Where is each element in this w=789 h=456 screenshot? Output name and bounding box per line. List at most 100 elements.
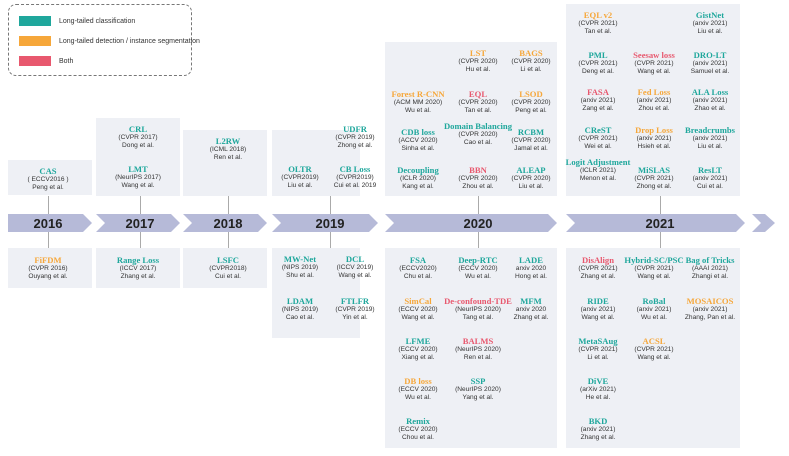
timeline-segment [183, 214, 267, 232]
method-name: CDB loss [401, 127, 435, 137]
method-entry: MetaSAug(CVPR 2021)Li et al. [561, 337, 635, 362]
method-name: MOSAICOS [686, 296, 734, 306]
method-authors: Yang et al. [462, 394, 494, 401]
year-panel [566, 248, 740, 448]
method-entry: FTLFR(CVPR 2019)Yin et al. [318, 297, 392, 322]
method-authors: Sinha et al. [401, 145, 435, 152]
method-entry: Range Loss(ICCV 2017)Zhang et al. [101, 256, 175, 281]
method-authors: Wu et al. [465, 273, 491, 280]
timeline-segment [96, 214, 180, 232]
method-entry: PML(CVPR 2021)Deng et al. [561, 51, 635, 76]
method-venue: (ACM MM 2020) [393, 99, 443, 106]
method-entry: UDFR(CVPR 2019)Zhong et al. [318, 125, 392, 150]
method-entry: Logit Adjustment(ICLR 2021)Menon et al. [561, 158, 635, 183]
method-venue: (NIPS 2019) [281, 306, 319, 313]
year-panel [272, 130, 360, 196]
method-name: Decoupling [397, 165, 439, 175]
method-venue: (CVPR 2021) [634, 346, 674, 353]
method-name: MetaSAug [578, 336, 618, 346]
method-entry: ResLT(arxiv 2021)Cui et al. [673, 166, 747, 191]
year-label: 2020 [463, 216, 493, 231]
method-entry: RCBM(CVPR 2020)Jamal et al. [494, 128, 568, 153]
method-name: MFM [520, 296, 542, 306]
method-authors: Zhangi et al. [691, 273, 729, 280]
method-entry: LSFC(CVPR2018)Cui et al. [191, 256, 265, 281]
method-entry: Fed Loss(arxiv 2021)Zhou et al. [617, 88, 691, 113]
connector-line [478, 232, 479, 248]
timeline-segment [272, 214, 378, 232]
connector-line [478, 196, 479, 214]
method-authors: Menon et al. [579, 175, 617, 182]
method-venue: (NeurIPS 2020) [455, 306, 501, 313]
year-panel [96, 118, 180, 196]
method-entry: SSP(NeurIPS 2020)Yang et al. [441, 377, 515, 402]
method-authors: Ren et al. [213, 154, 243, 161]
method-entry: DisAlign(CVPR 2021)Zhang et al. [561, 256, 635, 281]
method-entry: GistNet(arxiv 2021)Liu et al. [673, 11, 747, 36]
method-venue: (ECCV 2020) [458, 265, 498, 272]
method-name: GistNet [695, 10, 725, 20]
method-venue: (CVPR 2021) [578, 60, 618, 67]
method-authors: Ouyang et al. [28, 273, 68, 280]
method-entry: RIDE(arxiv 2021)Wang et al. [561, 297, 635, 322]
method-name: LST [469, 48, 487, 58]
method-authors: Zhang et al. [120, 273, 156, 280]
method-name: UDFR [343, 124, 367, 134]
year-panel [8, 160, 92, 195]
year-panel [385, 248, 557, 448]
method-entry: BKD(arxiv 2021)Zhang et al. [561, 417, 635, 442]
method-entry: Breadcrumbs(arxiv 2021)Liu et al. [673, 126, 747, 151]
year-panel [385, 42, 557, 196]
method-entry: LDAM(NIPS 2019)Cao et al. [263, 297, 337, 322]
method-entry: Seesaw loss(CVPR 2021)Wang et al. [617, 51, 691, 76]
method-name: ACSL [642, 336, 666, 346]
method-venue: (NeurIPS 2020) [455, 346, 501, 353]
method-name: SSP [470, 376, 486, 386]
method-authors: Cui et al. 2019 [333, 182, 377, 189]
method-name: CReST [584, 125, 612, 135]
method-venue: (CVPR 2020) [511, 175, 551, 182]
connector-line [48, 196, 49, 214]
method-authors: Zhao et al. [694, 105, 726, 112]
method-venue: (arxiv 2021) [692, 175, 728, 182]
method-venue: (CVPR2019) [336, 174, 374, 181]
method-name: Deep-RTC [458, 255, 498, 265]
year-label: 2019 [315, 216, 345, 231]
method-venue: (ICLR 2021) [580, 167, 616, 174]
method-name: Breadcrumbs [685, 125, 735, 135]
method-entry: FASA(arxiv 2021)Zang et al. [561, 88, 635, 113]
method-authors: Yin et al. [342, 314, 368, 321]
method-entry: Domain Balancing(CVPR 2020)Cao et al. [441, 122, 515, 147]
timeline-segment [385, 214, 557, 232]
method-name: LSFC [217, 255, 239, 265]
method-venue: arxiv 2020 [515, 265, 547, 272]
method-name: CAS [39, 166, 57, 176]
year-panel [272, 248, 360, 338]
method-entry: LMT(NeurIPS 2017)Wang et al. [101, 165, 175, 190]
method-entry: Forest R-CNN(ACM MM 2020)Wu et al. [381, 90, 455, 115]
method-venue: (arxiv 2021) [692, 20, 728, 27]
method-name: BBN [469, 165, 487, 175]
method-entry: BAGS(CVPR 2020)Li et al. [494, 49, 568, 74]
method-venue: (ICLR 2020) [400, 175, 436, 182]
method-name: BAGS [519, 48, 543, 58]
method-venue: (CVPR2019) [281, 174, 319, 181]
method-authors: Hu et al. [465, 66, 491, 73]
method-authors: Wang et al. [121, 182, 155, 189]
method-name: RoBal [642, 296, 666, 306]
method-authors: Deng et al. [582, 68, 614, 75]
method-entry: Hybrid-SC/PSC(CVPR 2021)Wang et al. [617, 256, 691, 281]
method-authors: Cui et al. [696, 183, 724, 190]
method-name: DCL [345, 254, 365, 264]
method-venue: (CVPR 2020) [458, 58, 498, 65]
method-name: Fed Loss [637, 87, 671, 97]
method-name: Logit Adjustment [565, 157, 631, 167]
method-venue: (CVPR 2020) [458, 99, 498, 106]
method-venue: arxiv 2020 [515, 306, 547, 313]
method-entry: Deep-RTC(ECCV 2020)Wu et al. [441, 256, 515, 281]
method-venue: (CVPR 2021) [634, 175, 674, 182]
method-authors: Chu et al. [403, 273, 433, 280]
method-name: FiFDM [34, 255, 62, 265]
